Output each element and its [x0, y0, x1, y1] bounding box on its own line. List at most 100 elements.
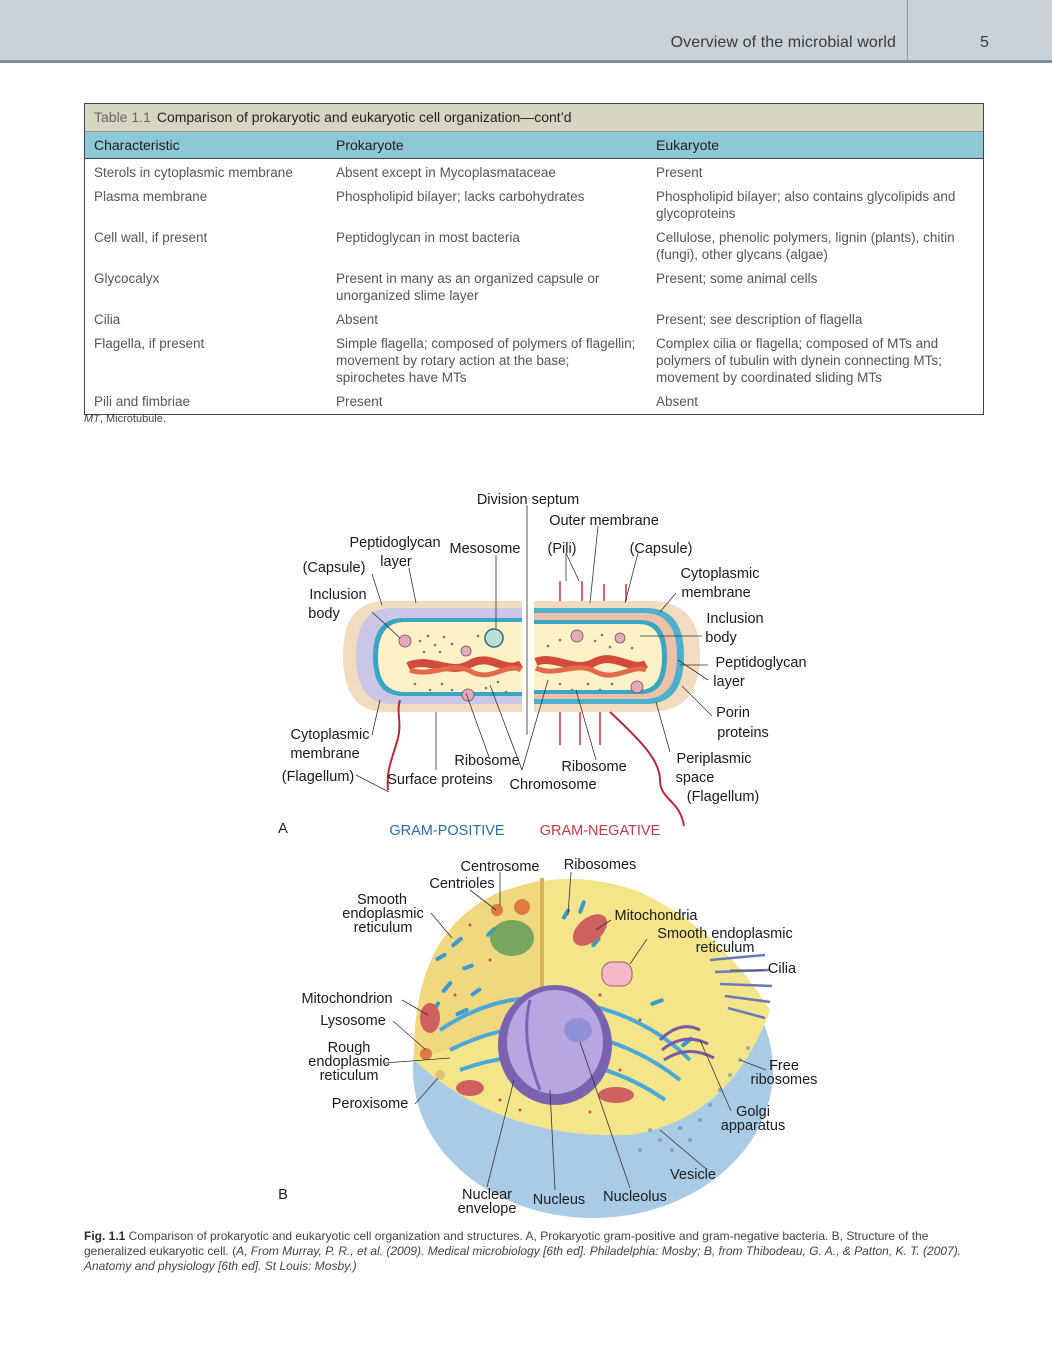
- caption-source: A, From Murray, P. R., et al. (2009). Me…: [84, 1244, 962, 1273]
- table-row: Glycocalyx Present in many as an organiz…: [85, 267, 983, 308]
- label-porin-proteins: Porin: [716, 705, 750, 721]
- label-golgi-apparatus: apparatus: [721, 1118, 786, 1134]
- label-inclusion-body: body: [308, 606, 340, 622]
- table-cell: Cilia: [94, 312, 121, 327]
- label-vesicle: Vesicle: [670, 1167, 716, 1183]
- footnote-abbreviation: MT: [84, 413, 100, 425]
- table-cell: Flagella, if present: [94, 336, 205, 351]
- caption-text: Comparison of prokaryotic and eukaryotic…: [84, 1229, 929, 1258]
- label-smooth-er: Smooth endoplasmic: [657, 926, 792, 942]
- label-ribosome: Ribosome: [454, 753, 519, 769]
- figure-a-labels: Division septum Outer membrane Peptidogl…: [278, 492, 806, 839]
- label-smooth-er: reticulum: [696, 940, 755, 956]
- table-body: Sterols in cytoplasmic membrane Absent e…: [85, 159, 983, 414]
- table-cell: Present; see description of flagella: [656, 312, 863, 327]
- label-nuclear-envelope: Nuclear: [462, 1187, 512, 1203]
- table-cell: Simple flagella; composed of polymers of…: [336, 336, 636, 385]
- label-rough-er: Rough: [328, 1040, 371, 1056]
- label-ribosome: Ribosome: [561, 759, 626, 775]
- label-chromosome: Chromosome: [509, 777, 596, 793]
- table-cell: Plasma membrane: [94, 189, 208, 204]
- running-title: Overview of the microbial world: [670, 34, 896, 51]
- label-peptidoglycan-layer: Peptidoglycan: [349, 535, 440, 551]
- label-capsule: (Capsule): [303, 560, 366, 576]
- table-label: Table 1.1: [94, 109, 151, 125]
- table-cell: Cell wall, if present: [94, 230, 208, 245]
- gram-positive-cell: [343, 601, 524, 791]
- table-footnote: MT, Microtubule.: [84, 413, 166, 425]
- table-cell: Phospholipid bilayer; also contains glyc…: [656, 189, 956, 221]
- label-peptidoglycan-layer: Peptidoglycan: [715, 655, 806, 671]
- figure-b-leaders: [384, 871, 767, 1191]
- label-periplasmic-space: Periplasmic: [677, 751, 752, 767]
- label-ribosomes: Ribosomes: [564, 857, 637, 873]
- table-row: Cell wall, if present Peptidoglycan in m…: [85, 226, 983, 267]
- label-smooth-er: endoplasmic: [342, 906, 423, 922]
- label-gram-negative: GRAM-NEGATIVE: [540, 823, 661, 839]
- label-rough-er: reticulum: [320, 1068, 379, 1084]
- label-gram-positive: GRAM-POSITIVE: [389, 823, 505, 839]
- label-nucleolus: Nucleolus: [603, 1189, 667, 1205]
- table-cell: Present in many as an organized capsule …: [336, 271, 600, 303]
- label-cytoplasmic-membrane: membrane: [290, 746, 359, 762]
- page-number: 5: [980, 34, 989, 51]
- label-lysosome: Lysosome: [320, 1013, 386, 1029]
- label-cilia: Cilia: [768, 961, 797, 977]
- label-nuclear-envelope: envelope: [458, 1201, 517, 1217]
- label-outer-membrane: Outer membrane: [549, 513, 659, 529]
- label-cytoplasmic-membrane: Cytoplasmic: [291, 727, 370, 743]
- label-capsule: (Capsule): [630, 541, 693, 557]
- table-cell: Present; some animal cells: [656, 271, 818, 286]
- label-mitochondria: Mitochondria: [614, 908, 698, 924]
- label-inclusion-body: Inclusion: [309, 587, 366, 603]
- header-rule: [0, 60, 1052, 63]
- table-cell: Glycocalyx: [94, 271, 160, 286]
- label-smooth-er: Smooth: [357, 892, 407, 908]
- label-rough-er: endoplasmic: [308, 1054, 389, 1070]
- label-centrosome: Centrosome: [461, 859, 540, 875]
- page-header: [0, 0, 1052, 60]
- label-flagellum: (Flagellum): [687, 789, 760, 805]
- table-row: Cilia Absent Present; see description of…: [85, 308, 983, 332]
- label-centrioles: Centrioles: [429, 876, 494, 892]
- label-porin-proteins: proteins: [717, 725, 769, 741]
- table-cell: Sterols in cytoplasmic membrane: [94, 165, 293, 180]
- label-peptidoglycan-layer: layer: [713, 674, 745, 690]
- table-row: Pili and fimbriae Present Absent: [85, 390, 983, 414]
- table-row: Flagella, if present Simple flagella; co…: [85, 332, 983, 390]
- figure-b-labels: Centrosome Ribosomes Centrioles Smooth e…: [278, 857, 817, 1217]
- panel-label-a: A: [278, 821, 288, 837]
- column-header: Eukaryote: [656, 137, 720, 153]
- eukaryotic-cell: [413, 878, 773, 1218]
- label-peroxisome: Peroxisome: [332, 1096, 409, 1112]
- gram-negative-cell: [534, 581, 700, 827]
- comparison-table: Table 1.1 Comparison of prokaryotic and e…: [84, 103, 984, 415]
- column-header: Prokaryote: [336, 137, 404, 153]
- table-cell: Present: [656, 165, 703, 180]
- table-title: Comparison of prokaryotic and eukaryotic…: [156, 109, 572, 125]
- table-row: Plasma membrane Phospholipid bilayer; la…: [85, 185, 983, 226]
- label-division-septum: Division septum: [477, 492, 579, 508]
- label-golgi-apparatus: Golgi: [736, 1104, 770, 1120]
- table-caption: Table 1.1 Comparison of prokaryotic and e…: [85, 104, 983, 132]
- label-free-ribosomes: ribosomes: [751, 1072, 818, 1088]
- label-peptidoglycan-layer: layer: [380, 554, 412, 570]
- label-mitochondrion: Mitochondrion: [301, 991, 392, 1007]
- label-surface-proteins: Surface proteins: [387, 772, 493, 788]
- table-row: Sterols in cytoplasmic membrane Absent e…: [85, 159, 983, 185]
- column-header: Characteristic: [94, 137, 180, 153]
- figure-number: Fig. 1.1: [84, 1229, 126, 1243]
- label-cytoplasmic-membrane: Cytoplasmic: [681, 566, 760, 582]
- label-pili: (Pili): [548, 541, 577, 557]
- table-cell: Cellulose, phenolic polymers, lignin (pl…: [656, 230, 955, 262]
- label-nucleus: Nucleus: [533, 1192, 585, 1208]
- label-mesosome: Mesosome: [450, 541, 521, 557]
- panel-label-b: B: [278, 1187, 288, 1203]
- label-inclusion-body: Inclusion: [706, 611, 763, 627]
- table-cell: Present: [336, 394, 383, 409]
- figure-a-leaders: [355, 525, 713, 793]
- label-flagellum: (Flagellum): [282, 769, 355, 785]
- table-cell: Absent: [656, 394, 699, 409]
- header-divider: [907, 0, 908, 60]
